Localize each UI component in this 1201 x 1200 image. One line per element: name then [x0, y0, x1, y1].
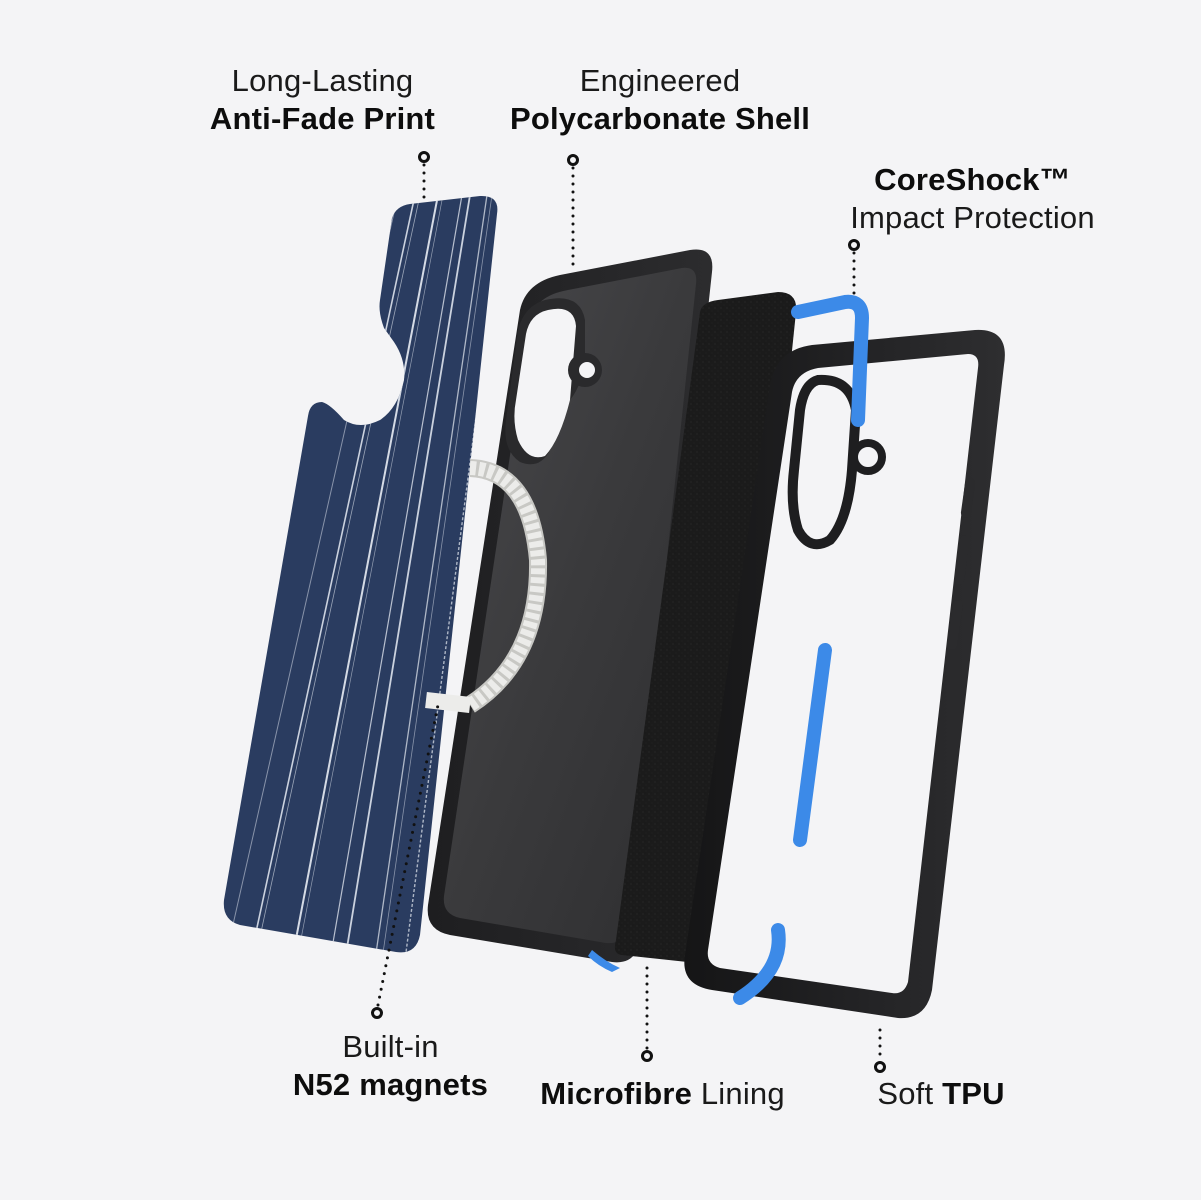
callout-magnets-line1: Built-in [342, 1029, 439, 1064]
leader-end-dots [371, 151, 886, 1073]
callout-shell-line2: Polycarbonate Shell [509, 100, 811, 136]
callout-coreshock-line1: CoreShock™ [874, 162, 1071, 197]
callout-tpu-light: Soft [877, 1076, 943, 1111]
callout-shell: Engineered Polycarbonate Shell [490, 62, 830, 138]
callout-magnets: Built-in N52 magnets [278, 1028, 503, 1104]
leader-lines [376, 163, 882, 1062]
callout-tpu: Soft TPU [866, 1075, 1016, 1113]
leader-magnets [376, 703, 440, 1007]
callout-magnets-line2: N52 magnets [292, 1066, 489, 1102]
n52-magnet-ring [425, 459, 548, 713]
callout-coreshock: CoreShock™ Impact Protection [830, 161, 1115, 237]
soft-tpu-bumper-frame [684, 329, 1005, 1019]
callout-print-line2: Anti-Fade Print [209, 100, 436, 136]
callout-lining-light: Lining [692, 1076, 785, 1111]
microfibre-lining [588, 292, 797, 972]
callout-lining-bold: Microfibre [540, 1076, 693, 1111]
callout-coreshock-line2: Impact Protection [850, 199, 1095, 235]
callout-print-line1: Long-Lasting [231, 63, 414, 98]
coreshock-blue-inserts [733, 294, 870, 1005]
callout-lining: Microfibre Lining [525, 1075, 800, 1113]
callout-shell-line1: Engineered [579, 63, 741, 98]
callout-print: Long-Lasting Anti-Fade Print [190, 62, 455, 138]
callout-tpu-bold: TPU [942, 1076, 1005, 1111]
